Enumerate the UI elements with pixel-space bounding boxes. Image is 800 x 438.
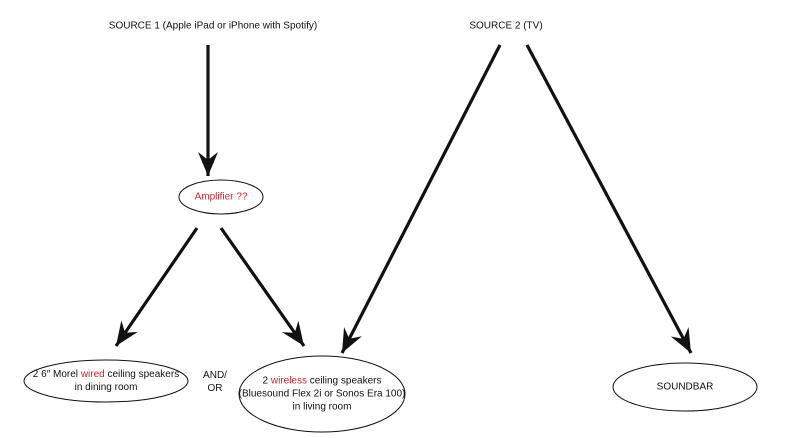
wireless-speakers-node [238,355,406,433]
arrowhead-icon [116,320,138,346]
soundbar-label: SOUNDBAR [656,381,714,393]
and-text: AND/ [203,370,227,381]
arrow-amplifier-to-wired [114,227,199,347]
and-or-label: AND/ OR [203,369,227,395]
wireless-speakers-label: 2 wireless ceiling speakers (Bluesound F… [239,375,406,414]
wired-speakers-node [23,359,189,403]
wireless-location: in living room [292,401,352,413]
arrow-source2-to-soundbar [525,44,693,354]
arrow-source2-to-wireless [340,44,502,354]
source2-label: SOURCE 2 (TV) [469,20,543,32]
wireless-highlight: wireless [270,375,307,387]
arrowhead-icon [282,320,304,346]
arrow-amplifier-to-wireless [219,227,306,347]
wired-speakers-label: 2 6″ Morel wired ceiling speakers in din… [33,368,179,394]
amplifier-label: Amplifier ?? [194,191,248,203]
arrowhead-icon [342,327,362,353]
source1-label: SOURCE 1 (Apple iPad or iPhone with Spot… [108,20,318,32]
wireless-models: (Bluesound Flex 2i or Sonos Era 100) [238,388,406,400]
wireless-text-pre: 2 [262,375,271,387]
wireless-text-post: ceiling speakers [306,375,382,387]
wired-text-pre: 2 6″ Morel [32,369,81,380]
soundbar-node [612,362,758,412]
or-text: OR [207,383,223,394]
arrowhead-icon [670,327,691,353]
amplifier-node [178,179,264,215]
arrowhead-icon [198,152,218,176]
wired-location: in dining room [74,382,138,393]
wired-highlight: wired [80,369,105,380]
wired-text-post: ceiling speakers [104,369,180,380]
